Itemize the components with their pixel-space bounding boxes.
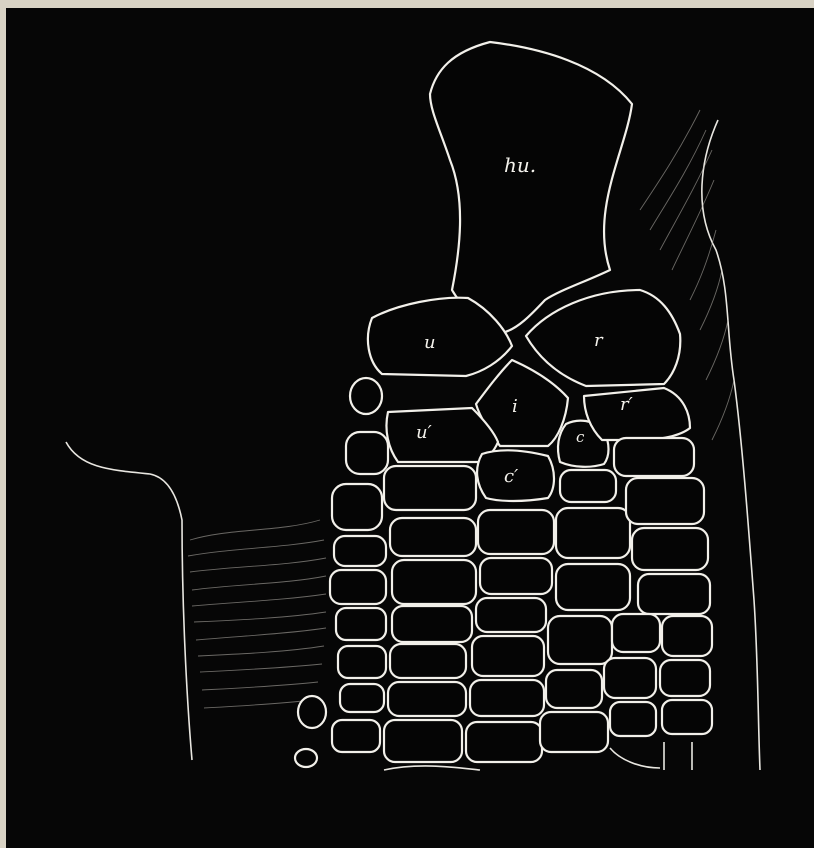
radiale-distal	[584, 388, 690, 440]
label-ulnare-distal: u′	[416, 422, 432, 443]
left-body-outline	[66, 442, 192, 760]
left-hatching	[188, 520, 326, 708]
label-intermedium: i	[512, 396, 518, 417]
radiale	[526, 290, 680, 386]
label-radiale: r	[594, 330, 604, 351]
label-radiale-distal: r′	[620, 394, 633, 415]
label-centrale-lower: c′	[504, 466, 518, 487]
label-humerus: hu.	[504, 153, 536, 177]
label-ulnare: u	[424, 332, 436, 353]
label-centrale: c	[576, 428, 585, 446]
humerus	[430, 42, 632, 332]
pisiform	[350, 378, 382, 414]
